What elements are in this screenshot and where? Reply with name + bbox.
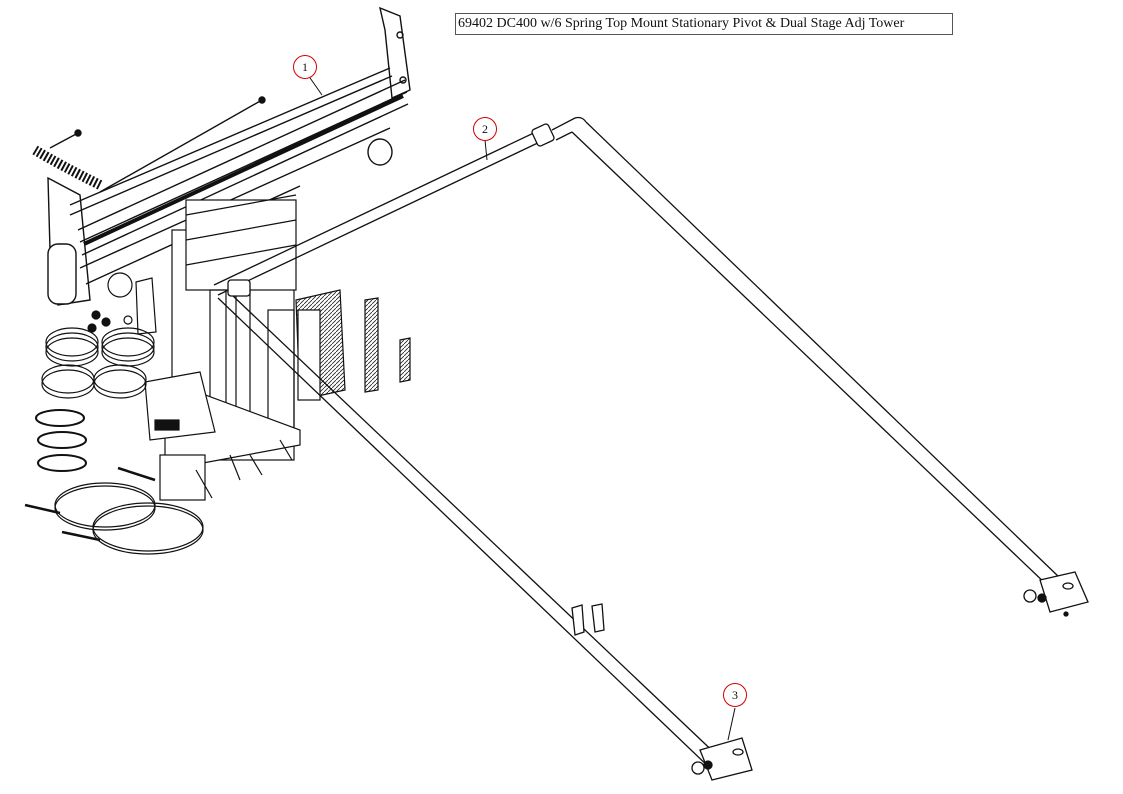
- part-2-boom-arm: [213, 116, 1061, 771]
- callout-3: 3: [723, 683, 747, 707]
- callout-3-label: 3: [732, 688, 738, 702]
- coiled-cables: [24, 327, 204, 555]
- callout-2: 2: [473, 117, 497, 141]
- callout-1: 1: [293, 55, 317, 79]
- part-1-top-frame: [32, 6, 411, 306]
- callout-1-label: 1: [302, 60, 308, 74]
- callout-2-label: 2: [482, 122, 488, 136]
- drawing-title: 69402 DC400 w/6 Spring Top Mount Station…: [455, 13, 953, 35]
- tower-assembly: [87, 194, 411, 501]
- right-end-bracket: [1023, 571, 1089, 617]
- part-3-pivot-bracket: [691, 707, 753, 781]
